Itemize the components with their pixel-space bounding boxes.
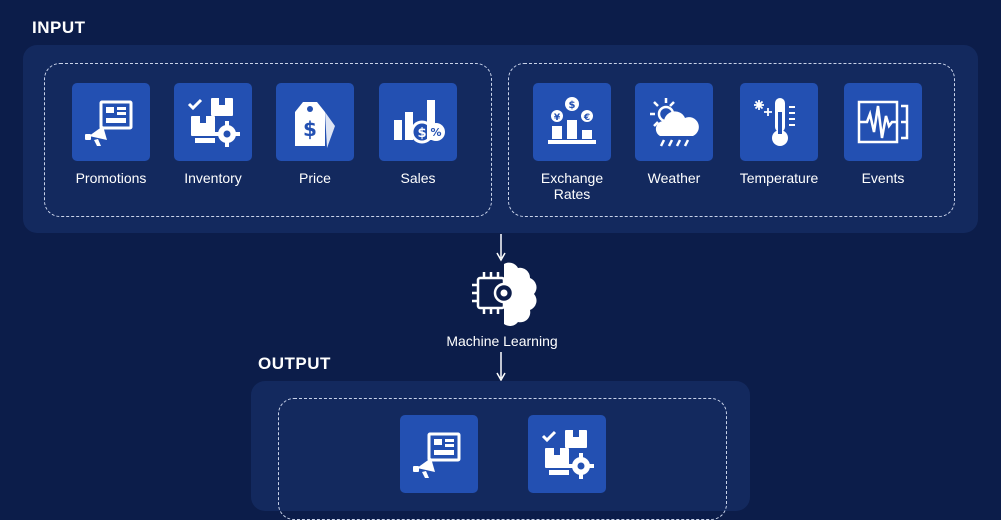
input-item-price: $ Price <box>265 83 365 186</box>
input-item-exchange-rates: $ ¥ € Exchange Rates <box>522 83 622 202</box>
input-group-retail <box>44 63 492 217</box>
input-item-events: Events <box>833 83 933 186</box>
input-label: Promotions <box>75 170 147 186</box>
svg-text:$: $ <box>569 100 576 111</box>
weather-icon <box>635 83 713 161</box>
input-heading: INPUT <box>32 18 86 37</box>
price-tag-icon: $ <box>276 83 354 161</box>
boxes-gear-icon <box>528 415 606 493</box>
process-label: Machine Learning <box>446 333 558 349</box>
input-item-temperature: Temperature <box>729 83 829 186</box>
input-label: Temperature <box>739 170 819 186</box>
megaphone-billboard-icon <box>400 415 478 493</box>
brain-chip-gear-icon <box>472 262 537 326</box>
output-item-promotions <box>389 415 489 493</box>
svg-text:¥: ¥ <box>554 113 561 123</box>
boxes-gear-icon <box>174 83 252 161</box>
input-label: Sales <box>400 170 436 186</box>
currency-exchange-icon: $ ¥ € <box>533 83 611 161</box>
seismograph-icon <box>844 83 922 161</box>
input-label: Events <box>861 170 905 186</box>
input-item-promotions: Promotions <box>61 83 161 186</box>
megaphone-billboard-icon <box>72 83 150 161</box>
input-item-sales: $ % Sales <box>368 83 468 186</box>
input-label: Weather <box>647 170 701 186</box>
sales-chart-icon: $ % <box>379 83 457 161</box>
svg-text:$: $ <box>303 117 317 141</box>
input-label: Price <box>299 170 331 186</box>
input-group-external <box>508 63 955 217</box>
svg-text:%: % <box>430 126 441 139</box>
thermometer-icon <box>740 83 818 161</box>
output-item-inventory <box>517 415 617 493</box>
input-item-inventory: Inventory <box>163 83 263 186</box>
svg-text:€: € <box>583 113 590 123</box>
output-heading: OUTPUT <box>258 354 331 373</box>
output-group <box>278 398 727 520</box>
arrow-down-icon <box>496 352 506 382</box>
svg-text:$: $ <box>417 126 426 141</box>
input-item-weather: Weather <box>624 83 724 186</box>
arrow-down-icon <box>496 234 506 262</box>
input-label: Exchange Rates <box>540 170 604 202</box>
input-label: Inventory <box>184 170 242 186</box>
